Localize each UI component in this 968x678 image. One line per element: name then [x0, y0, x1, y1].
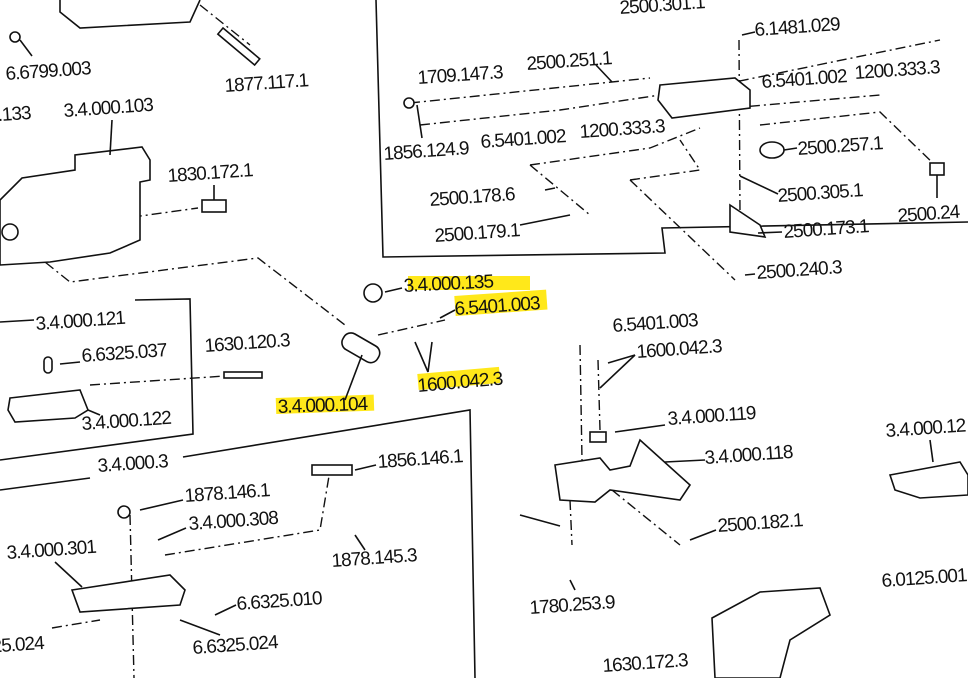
part-1878-146-1 — [117, 505, 131, 519]
spring-1630-120-3 — [223, 371, 263, 379]
label-2500-305-1: 2500.305.1 — [777, 180, 864, 207]
bracket-2500-173-1 — [729, 203, 767, 238]
cap-2500-24 — [929, 162, 945, 176]
housing-1630-172-3 — [711, 587, 831, 678]
plate-3-4-000-301 — [70, 574, 186, 613]
label-0-133: .133 — [0, 103, 32, 126]
leader-lines — [19, 31, 938, 636]
label-3-4-000-12: 3.4.000.12 — [885, 415, 967, 442]
clip-3-4-000-119 — [589, 431, 607, 443]
label-6-5401-002-left: 6.5401.002 — [480, 126, 567, 153]
label-6-0125-001: 6.0125.001 — [881, 565, 968, 592]
block-2500-301-1 — [657, 77, 751, 119]
label-1780-253-9: 1780.253.9 — [529, 592, 616, 619]
label-3-4-000-118: 3.4.000.118 — [704, 442, 794, 469]
label-3-4-000-135: 3.4.000.135 — [403, 271, 494, 297]
label-1630-120-3: 1630.120.3 — [204, 330, 291, 357]
washer-3-4-000-135 — [363, 283, 383, 303]
label-3-4-000-119: 3.4.000.119 — [667, 403, 757, 430]
label-1200-333-3-right: 1200.333.3 — [854, 57, 941, 84]
highlights — [275, 276, 548, 414]
spring-1830-172-1 — [201, 199, 227, 213]
block-3-4-000-122 — [7, 389, 89, 423]
label-3-4-000-121: 3.4.000.121 — [35, 308, 126, 335]
label-1878-145-3: 1878.145.3 — [331, 545, 418, 572]
label-2500-257-1: 2500.257.1 — [797, 133, 884, 160]
label-1630-172-3: 1630.172.3 — [602, 650, 689, 677]
label-1600-042-3: 1600.042.3 — [636, 336, 723, 363]
highlight-3-4-000-104 — [275, 394, 375, 414]
label-3-4-000-3: 3.4.000.3 — [97, 451, 169, 477]
label-1200-333-3-left: 1200.333.3 — [579, 116, 666, 143]
label-2500-240-3: 2500.240.3 — [756, 257, 843, 284]
label-3-4-000-103: 3.4.000.103 — [63, 95, 154, 122]
screw-part — [9, 31, 21, 43]
label-3-4-000-122: 3.4.000.122 — [81, 408, 172, 435]
label-25-024: 25.024 — [0, 633, 46, 658]
label-3-4-000-308: 3.4.000.308 — [188, 508, 279, 535]
knob-2500-257-1 — [759, 141, 785, 159]
housing-3-4-000-118 — [554, 438, 692, 503]
housing-pivot — [1, 223, 19, 241]
label-6-6325-024: 6.6325.024 — [192, 632, 280, 659]
highlight-6-5401-003 — [454, 289, 548, 316]
part-1856-124-9 — [403, 97, 415, 109]
label-2500-24: 2500.24 — [897, 202, 961, 227]
label-6-6799-003: 6.6799.003 — [5, 58, 92, 85]
label-2500-173-1: 2500.173.1 — [783, 216, 870, 243]
pin-3-4-000-104 — [341, 332, 381, 364]
label-1877-117-1: 1877.117.1 — [224, 70, 309, 97]
label-1856-146-1: 1856.146.1 — [377, 446, 464, 473]
label-6-5401-002-right: 6.5401.002 — [761, 66, 848, 93]
label-1856-124-9: 1856.124.9 — [383, 138, 470, 165]
top-housing-part — [59, 0, 201, 29]
label-2500-301-1: 2500.301.1 — [619, 0, 706, 19]
label-2500-182-1: 2500.182.1 — [717, 510, 804, 537]
label-2500-179-1: 2500.179.1 — [434, 220, 521, 247]
label-3-4-000-104: 3.4.000.104 — [277, 394, 368, 418]
label-1709-147-3: 1709.147.3 — [417, 62, 504, 89]
label-1600-042-3-highlighted: 1600.042.3 — [417, 369, 504, 397]
label-6-6325-010: 6.6325.010 — [236, 588, 323, 615]
housing-3-4-000-103 — [0, 146, 151, 266]
label-6-1481-029: 6.1481.029 — [754, 14, 841, 41]
pin-part — [216, 26, 261, 67]
label-1878-146-1: 1878.146.1 — [184, 480, 271, 507]
label-6-5401-003: 6.5401.003 — [612, 310, 699, 337]
label-2500-251-1: 2500.251.1 — [526, 48, 613, 75]
lever-1856-146-1 — [311, 464, 353, 476]
label-2500-178-6: 2500.178.6 — [429, 184, 516, 211]
highlight-3-4-000-135 — [408, 276, 530, 290]
label-3-4-000-301: 3.4.000.301 — [6, 537, 97, 564]
highlight-1600-042-3 — [417, 366, 501, 390]
label-6-6325-037: 6.6325.037 — [81, 340, 168, 367]
pin-6-6325-037 — [43, 356, 53, 374]
assembly-3-4-000-12 — [888, 461, 968, 499]
label-1830-172-1: 1830.172.1 — [167, 160, 254, 187]
